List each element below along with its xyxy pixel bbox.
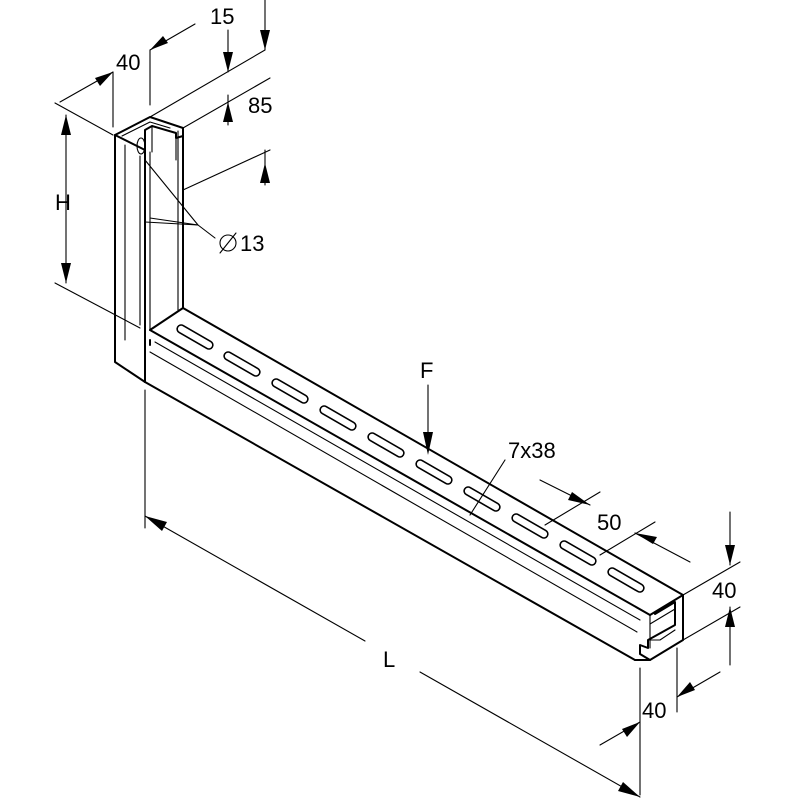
- dim-slot-label: 7x38: [508, 438, 556, 463]
- dim-profile-height-label: 40: [712, 578, 736, 603]
- dim-length-label: L: [383, 647, 395, 672]
- arm-slots: [176, 324, 645, 593]
- dim-profile-width: 40: [599, 647, 721, 796]
- dim-85: 85: [182, 93, 272, 191]
- dim-hole-label: 13: [240, 231, 264, 256]
- vertical-post: [114, 116, 184, 383]
- dim-slot: 7x38: [469, 438, 556, 516]
- dim-height: H: [54, 102, 141, 329]
- dim-15-label: 15: [210, 4, 234, 29]
- load-arrow: F: [420, 358, 433, 455]
- dim-length: L: [144, 389, 641, 798]
- dim-hole: 13: [144, 159, 264, 256]
- dim-pitch-label: 50: [597, 510, 621, 535]
- diameter-symbol-icon: [219, 232, 237, 254]
- dim-profile-width-label: 40: [642, 698, 666, 723]
- dim-slot-pitch: 50: [539, 479, 691, 563]
- dim-40-top-label: 40: [116, 50, 140, 75]
- dim-profile-height: 40: [682, 511, 741, 666]
- dim-top-width: 15 40: [59, 0, 271, 129]
- dim-h-label: H: [55, 190, 71, 215]
- horizontal-arm: [144, 307, 684, 661]
- load-f-label: F: [420, 358, 433, 383]
- dim-85-label: 85: [248, 93, 272, 118]
